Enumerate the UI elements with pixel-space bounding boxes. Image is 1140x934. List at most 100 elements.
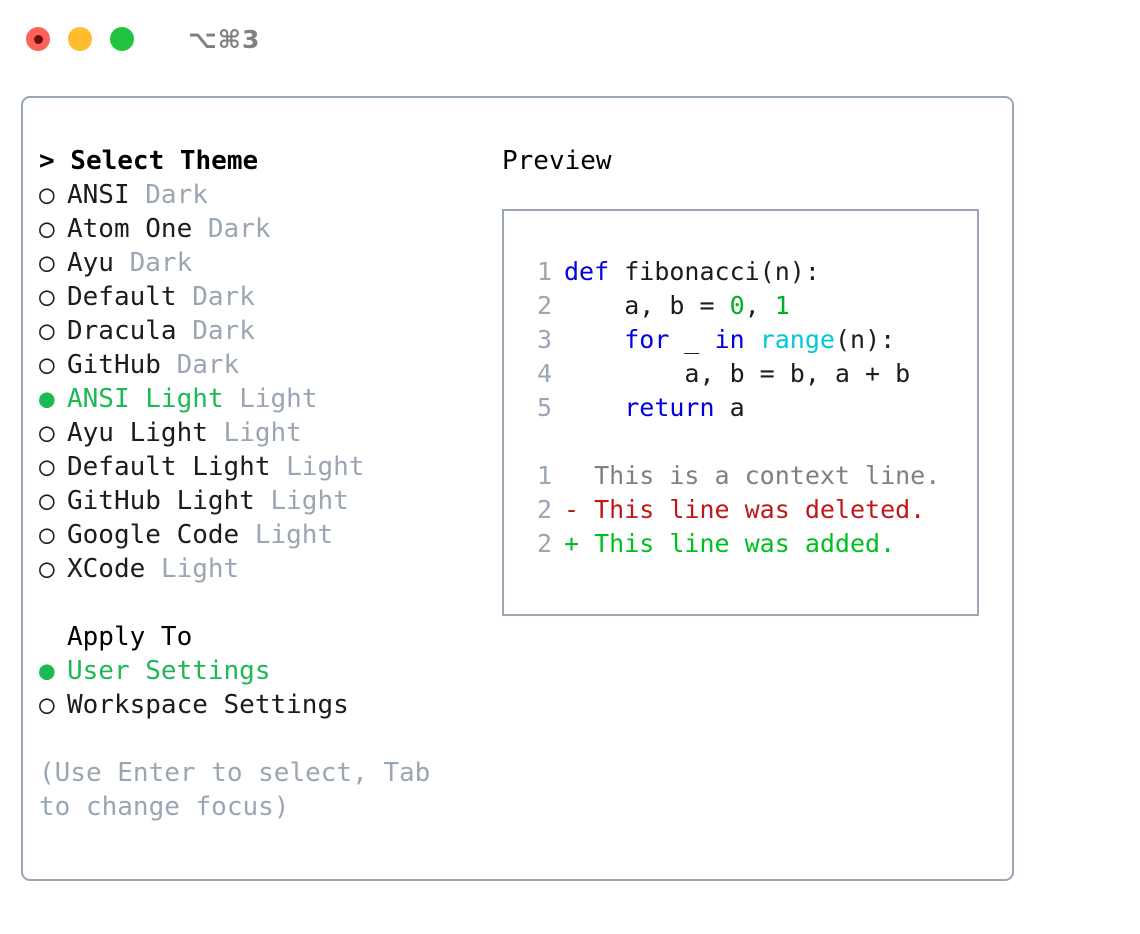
code-token-kw: for — [624, 325, 670, 354]
theme-option-ansi[interactable]: ○ ANSI Dark — [39, 178, 479, 212]
apply-to-label: User Settings — [67, 656, 271, 686]
code-token-kw: def — [564, 257, 625, 286]
theme-variant: Dark — [192, 316, 255, 346]
theme-variant: Dark — [192, 282, 255, 312]
preview-header: Preview — [502, 146, 612, 176]
code-line-number: 1 — [536, 257, 552, 286]
code-line-number: 4 — [536, 359, 552, 388]
code-line-text: for _ in range(n): — [564, 323, 895, 357]
theme-name: Default — [67, 282, 177, 312]
theme-variant: Dark — [129, 248, 193, 278]
code-line-number: 5 — [536, 393, 552, 422]
theme-option-google-code[interactable]: ○ Google Code Light — [39, 518, 479, 552]
hint-spacer — [39, 722, 479, 756]
code-line: 3 for _ in range(n): — [522, 323, 977, 357]
code-token-plain: a, b = b, a + b — [564, 359, 911, 388]
theme-variant: Light — [286, 452, 365, 482]
theme-selector-column: > Select Theme ○ANSI Dark○Atom One Dark○… — [39, 144, 479, 824]
theme-option-atom-one[interactable]: ○Atom One Dark — [39, 212, 479, 246]
code-line: 5 return a — [522, 391, 977, 425]
apply-to-header: Apply To — [67, 622, 193, 652]
radio-unselected-icon: ○ — [39, 316, 55, 346]
theme-name: Default Light — [67, 452, 271, 482]
panel-columns: > Select Theme ○ANSI Dark○Atom One Dark○… — [23, 98, 1012, 879]
radio-unselected-icon: ○ — [39, 690, 55, 720]
diff-line-add: 2+ This line was added. — [522, 527, 977, 561]
minimize-button[interactable] — [68, 27, 92, 51]
code-line-number: 3 — [536, 325, 552, 354]
theme-variant: Light — [239, 384, 318, 414]
code-token-plain: a — [714, 393, 745, 422]
diff-line-text: This is a context line. — [564, 461, 941, 490]
keyboard-shortcut-label: ⌥⌘3 — [188, 24, 261, 54]
radio-unselected-icon: ○ — [39, 452, 55, 482]
theme-variant: Dark — [145, 180, 208, 210]
theme-option-ansi-light[interactable]: ●ANSI Light Light — [39, 382, 479, 416]
theme-variant: Dark — [207, 214, 271, 244]
code-token-kw: in — [714, 325, 745, 354]
theme-variant: Dark — [176, 350, 240, 380]
diff-line-del: 2- This line was deleted. — [522, 493, 977, 527]
diff-sample: 1 This is a context line.2- This line wa… — [522, 459, 977, 561]
radio-unselected-icon: ○ — [39, 248, 55, 278]
maximize-button[interactable] — [110, 27, 134, 51]
code-token-num: 0 — [729, 291, 745, 320]
theme-list: ○ANSI Dark○Atom One Dark○Ayu Dark○Defaul… — [39, 178, 479, 586]
code-token-kw: return — [624, 393, 715, 422]
diff-line-text: + This line was added. — [564, 529, 896, 558]
radio-unselected-icon: ○ — [39, 350, 55, 380]
theme-option-ayu[interactable]: ○ Ayu Dark — [39, 246, 479, 280]
radio-unselected-icon: ○ — [39, 180, 55, 210]
theme-option-github[interactable]: ○ GitHub Dark — [39, 348, 479, 382]
code-token-plain: a, b = — [564, 291, 730, 320]
diff-line-text: - This line was deleted. — [564, 495, 926, 524]
theme-name: ANSI — [67, 180, 130, 210]
theme-variant: Light — [270, 486, 349, 516]
code-line-text: a, b = 0, 1 — [564, 289, 790, 323]
theme-option-default[interactable]: ○ Default Dark — [39, 280, 479, 314]
apply-to-option-workspace-settings[interactable]: ○ Workspace Settings — [39, 688, 479, 722]
theme-option-ayu-light[interactable]: ○ Ayu Light Light — [39, 416, 479, 450]
theme-name: Ayu — [67, 248, 114, 278]
theme-option-default-light[interactable]: ○ Default Light Light — [39, 450, 479, 484]
radio-unselected-icon: ○ — [39, 486, 55, 516]
theme-name: Dracula — [67, 316, 177, 346]
code-line: 4 a, b = b, a + b — [522, 357, 977, 391]
theme-option-dracula[interactable]: ○ Dracula Dark — [39, 314, 479, 348]
close-button[interactable] — [26, 27, 50, 51]
title-bar: ⌥⌘3 — [0, 0, 1140, 78]
radio-unselected-icon: ○ — [39, 554, 55, 584]
theme-option-xcode[interactable]: ○XCode Light — [39, 552, 479, 586]
list-spacer — [39, 586, 479, 620]
apply-to-label: Workspace Settings — [67, 690, 349, 720]
select-theme-header: > Select Theme — [39, 146, 259, 176]
theme-option-github-light[interactable]: ○GitHub Light Light — [39, 484, 479, 518]
code-token-plain — [564, 393, 624, 422]
code-line: 2 a, b = 0, 1 — [522, 289, 977, 323]
code-token-plain: _ — [669, 325, 715, 354]
code-token-num: 1 — [774, 291, 790, 320]
radio-unselected-icon: ○ — [39, 282, 55, 312]
code-token-plain: (n): — [834, 325, 896, 354]
theme-name: Google Code — [67, 520, 240, 550]
radio-selected-icon: ● — [39, 656, 55, 686]
apply-to-list: ● User Settings ○ Workspace Settings — [39, 654, 479, 722]
window-controls — [26, 27, 134, 51]
radio-unselected-icon: ○ — [39, 520, 55, 550]
radio-unselected-icon: ○ — [39, 418, 55, 448]
code-line-text: a, b = b, a + b — [564, 357, 910, 391]
theme-variant: Light — [223, 418, 302, 448]
code-token-fn: range — [759, 325, 835, 354]
theme-name: Atom One — [67, 214, 193, 244]
theme-variant: Light — [254, 520, 334, 550]
theme-name: GitHub — [67, 350, 161, 380]
theme-name: Ayu Light — [67, 418, 208, 448]
radio-selected-icon: ● — [39, 384, 55, 414]
code-token-plain: , — [744, 291, 775, 320]
main-panel: > Select Theme ○ANSI Dark○Atom One Dark○… — [21, 96, 1014, 881]
keyboard-hint: (Use Enter to select, Tab to change focu… — [39, 758, 431, 822]
apply-to-option-user-settings[interactable]: ● User Settings — [39, 654, 479, 688]
